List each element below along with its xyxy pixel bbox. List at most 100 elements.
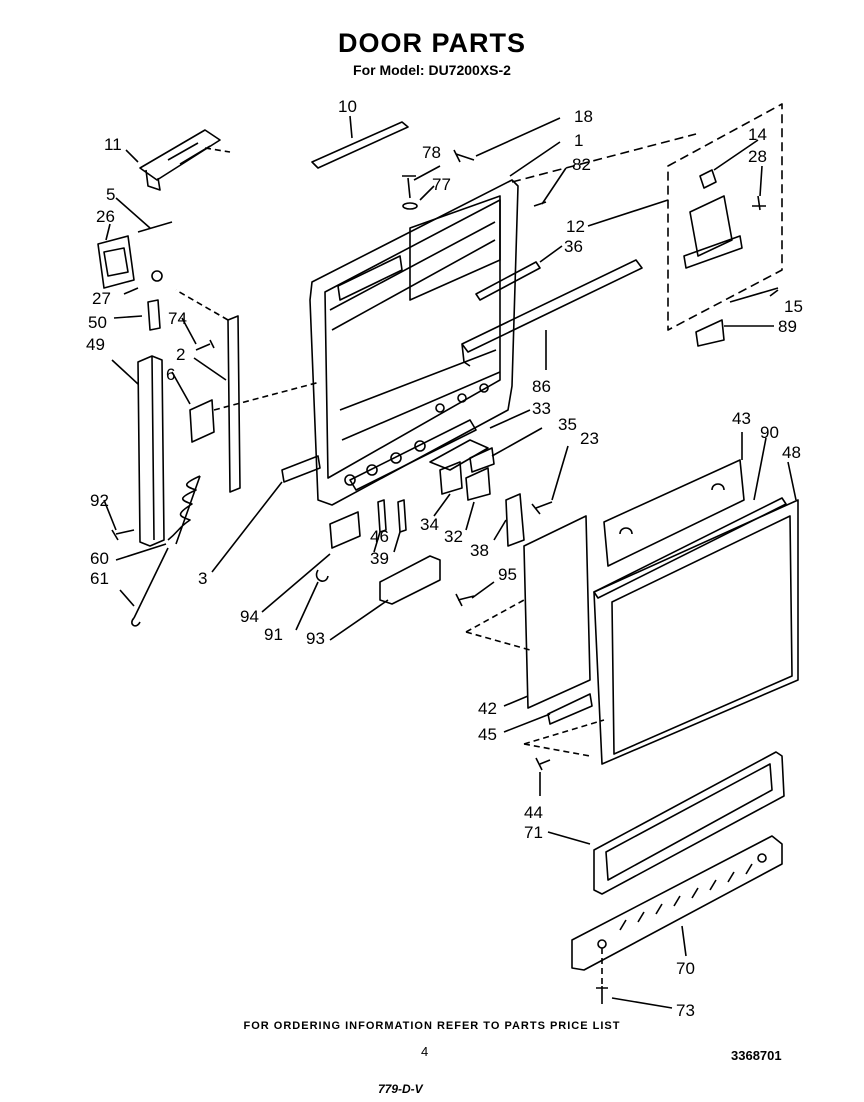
- ordering-note: FOR ORDERING INFORMATION REFER TO PARTS …: [243, 1020, 621, 1032]
- part-82-screw: [533, 201, 547, 207]
- part-43-panel: [603, 459, 745, 567]
- part-35-latch: [469, 447, 495, 473]
- page-number: 4: [421, 1044, 429, 1059]
- callout-60: 60: [90, 549, 109, 568]
- part-42-inner-panel: [523, 515, 591, 709]
- part-91-clip: [315, 569, 329, 582]
- callout-46: 46: [370, 527, 389, 546]
- callout-49: 49: [86, 335, 105, 354]
- callout-11: 11: [104, 135, 122, 154]
- part-5-rod: [137, 221, 173, 233]
- callout-43: 43: [732, 409, 751, 428]
- part-61-hook: [131, 547, 169, 627]
- part-14-hinge-pin: [699, 169, 717, 189]
- callout-18: 18: [574, 107, 593, 126]
- part-27-bushing: [151, 270, 163, 282]
- callout-28: 28: [748, 147, 767, 166]
- callout-23: 23: [580, 429, 599, 448]
- callout-44: 44: [524, 803, 543, 822]
- callout-78: 78: [422, 143, 441, 162]
- callout-42: 42: [478, 699, 497, 718]
- model-subtitle: For Model: DU7200XS-2: [353, 62, 511, 78]
- part-15-rod: [729, 287, 779, 303]
- callout-3: 3: [198, 569, 207, 588]
- part-34-clip: [439, 461, 463, 495]
- part-73-screw: [596, 986, 608, 1004]
- callout-1: 1: [574, 131, 583, 150]
- callout-89: 89: [778, 317, 797, 336]
- callout-27: 27: [92, 289, 111, 308]
- part-10-strip: [311, 121, 409, 169]
- part-45-bracket: [547, 693, 593, 725]
- part-18-screw: [453, 149, 475, 163]
- part-12-assembly-box: [667, 103, 783, 331]
- part-60-spring: [167, 475, 201, 545]
- callout-92: 92: [90, 491, 109, 510]
- callout-35: 35: [558, 415, 577, 434]
- callout-74: 74: [168, 309, 187, 328]
- part-89-clip: [695, 319, 725, 347]
- part-77-washer: [402, 202, 418, 210]
- callout-15: 15: [784, 297, 803, 316]
- callout-39: 39: [370, 549, 389, 568]
- callout-93: 93: [306, 629, 325, 648]
- part-71-trim: [593, 751, 785, 895]
- callout-94: 94: [240, 607, 259, 626]
- part-36-strip: [475, 261, 541, 301]
- handwritten-note: 779-D-V: [378, 1082, 423, 1096]
- part-93-bracket: [379, 555, 441, 605]
- part-94-block: [329, 511, 361, 549]
- part-46-pin: [377, 499, 387, 533]
- callout-82: 82: [572, 155, 591, 174]
- callout-36: 36: [564, 237, 583, 256]
- part-49-channel: [137, 355, 165, 547]
- part-11-bracket: [139, 129, 221, 191]
- part-23-screw: [531, 501, 553, 515]
- part-39-pin: [397, 499, 407, 533]
- callout-10: 10: [338, 97, 357, 116]
- part-38-latch-cover: [505, 493, 525, 547]
- callout-34: 34: [420, 515, 439, 534]
- callout-91: 91: [264, 625, 283, 644]
- callout-38: 38: [470, 541, 489, 560]
- callout-32: 32: [444, 527, 463, 546]
- callout-2: 2: [176, 345, 185, 364]
- callout-95: 95: [498, 565, 517, 584]
- callout-45: 45: [478, 725, 497, 744]
- callout-5: 5: [106, 185, 115, 204]
- part-28-screw: [752, 195, 766, 211]
- part-92-screw: [111, 529, 135, 541]
- part-90-panel: [593, 497, 787, 599]
- callout-73: 73: [676, 1001, 695, 1020]
- part-33-bracket: [429, 439, 489, 471]
- part-48-outer-panel: [593, 499, 799, 765]
- callout-12: 12: [566, 217, 585, 236]
- callout-50: 50: [88, 313, 107, 332]
- part-6-plate: [189, 399, 215, 443]
- part-50-clip: [147, 299, 161, 331]
- callout-71: 71: [524, 823, 543, 842]
- part-44-screw: [535, 757, 551, 771]
- part-95-screw: [455, 593, 475, 607]
- part-26-hinge-block: [97, 235, 135, 289]
- part-32-clip: [465, 467, 491, 501]
- part-86-rail: [461, 259, 643, 367]
- document-part-number: 3368701: [731, 1048, 782, 1063]
- callout-90: 90: [760, 423, 779, 442]
- page-title: DOOR PARTS: [337, 28, 526, 58]
- part-70-kickplate: [571, 835, 783, 971]
- callout-86: 86: [532, 377, 551, 396]
- part-78-screw: [402, 175, 416, 199]
- callout-77: 77: [432, 175, 451, 194]
- callout-14: 14: [748, 125, 767, 144]
- part-2-arm: [227, 315, 241, 493]
- callout-48: 48: [782, 443, 801, 462]
- callout-70: 70: [676, 959, 695, 978]
- part-12-hinge-bracket: [683, 195, 743, 269]
- callout-61: 61: [90, 569, 109, 588]
- part-3-strip: [281, 455, 321, 483]
- callout-26: 26: [96, 207, 115, 226]
- callout-33: 33: [532, 399, 551, 418]
- callout-6: 6: [166, 365, 175, 384]
